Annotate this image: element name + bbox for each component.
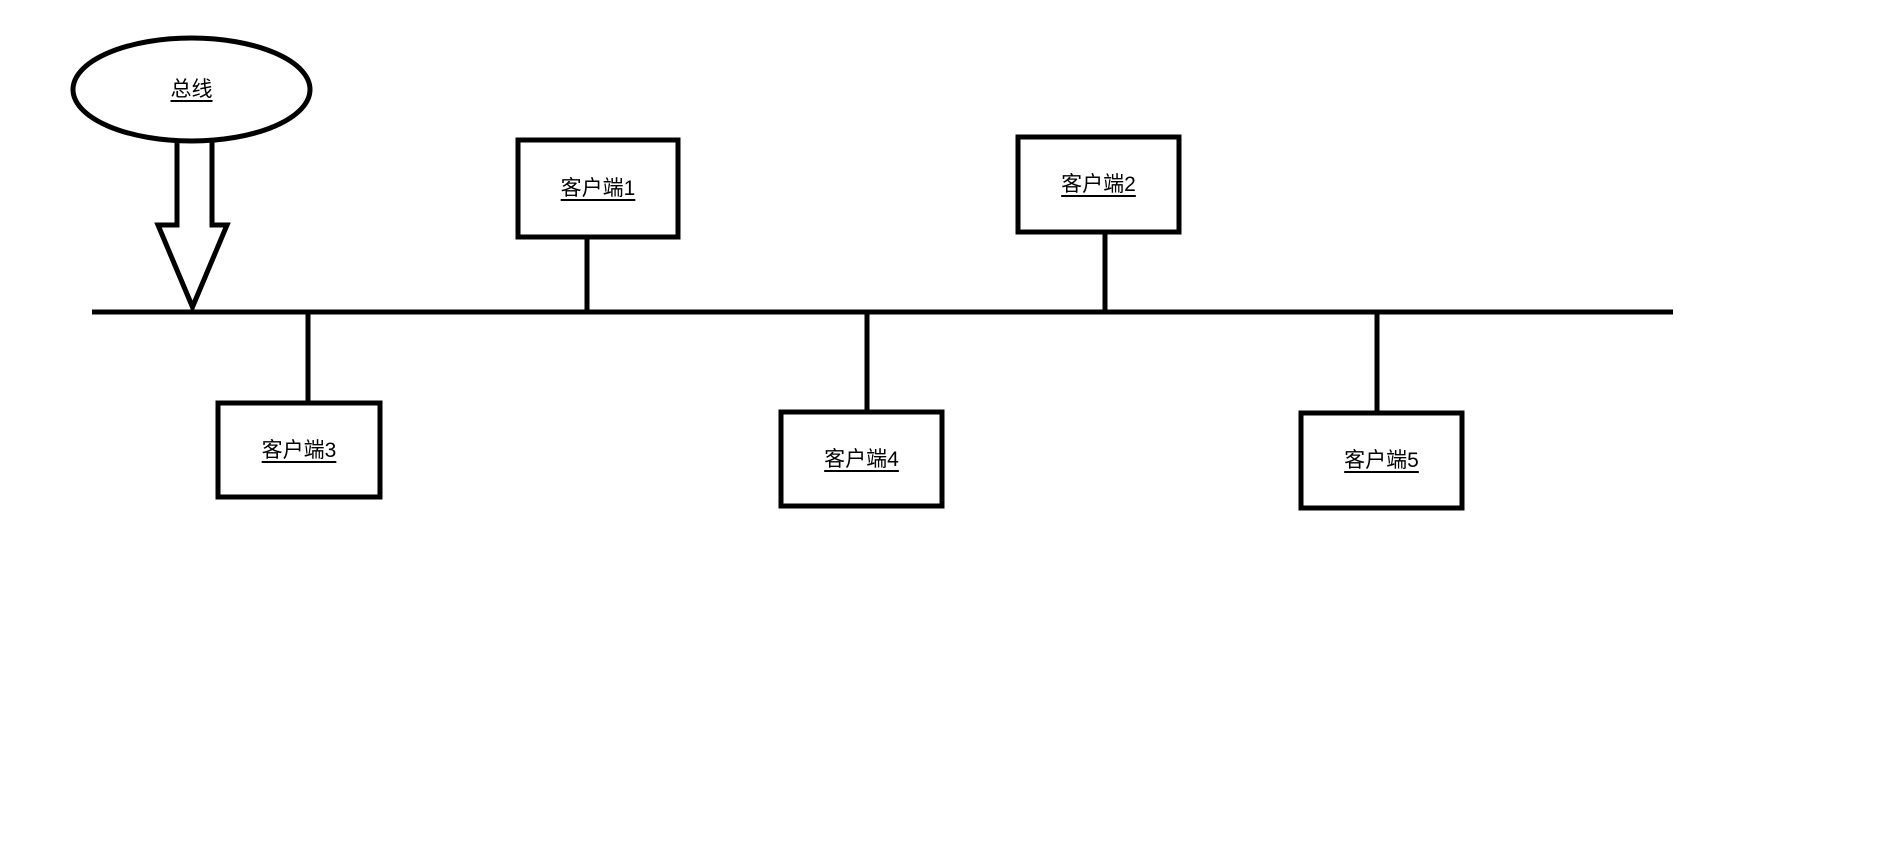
bus-ellipse-shape	[70, 35, 313, 144]
client-box-1	[515, 137, 681, 240]
client-box-3	[215, 400, 383, 500]
bus-arrow-icon	[154, 135, 231, 314]
client-box-4	[778, 409, 945, 509]
client-box-2	[1015, 134, 1182, 235]
client-box-5	[1298, 410, 1465, 511]
